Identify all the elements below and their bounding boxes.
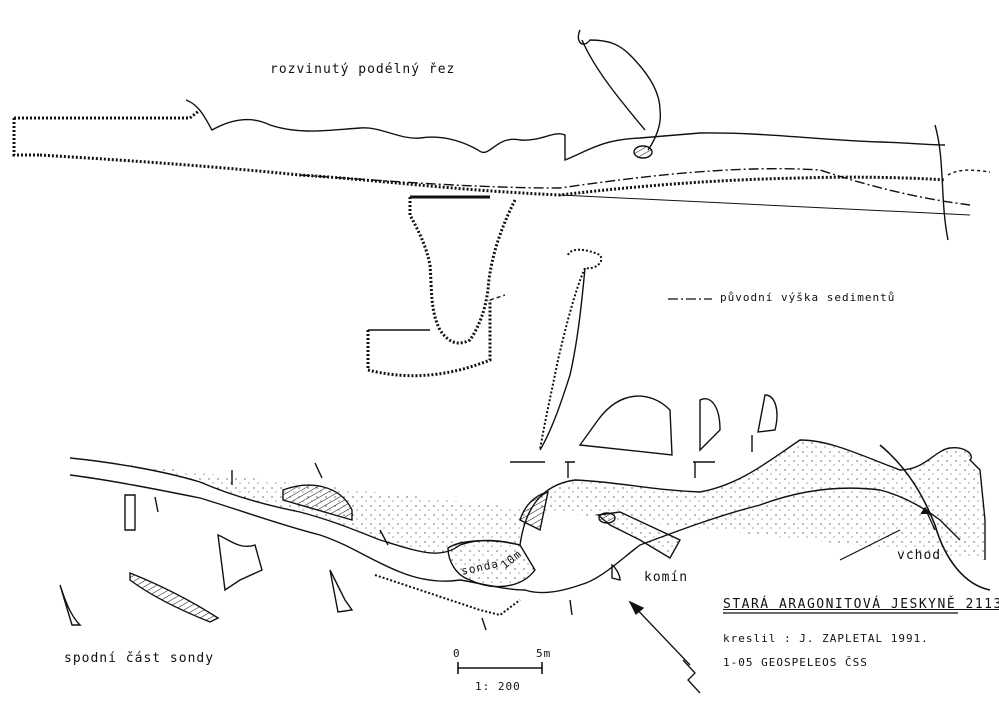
entrance-arrow — [920, 506, 936, 531]
north-arrow — [628, 600, 701, 694]
section-title: rozvinutý podélný řez — [270, 62, 456, 77]
longitudinal-section — [12, 29, 991, 451]
organization: 1-05 GEOSPELEOS ČSS — [723, 656, 868, 669]
scale-ratio: 1: 200 — [475, 680, 521, 693]
legend-sediment-label: původní výška sedimentů — [720, 291, 896, 304]
scale-bar — [457, 612, 958, 674]
chimney-label: komín — [644, 570, 689, 585]
lower-probe-label: spodní část sondy — [64, 651, 215, 666]
entrance-label: vchod — [897, 548, 942, 563]
scale-end-label: 5m — [536, 647, 552, 660]
scale-start-label: 0 — [453, 647, 461, 660]
plan-view — [59, 394, 991, 631]
cave-name: STARÁ ARAGONITOVÁ JESKYNĚ 2113. — [723, 597, 999, 612]
drawn-by: kreslil : J. ZAPLETAL 1991. — [723, 632, 929, 645]
